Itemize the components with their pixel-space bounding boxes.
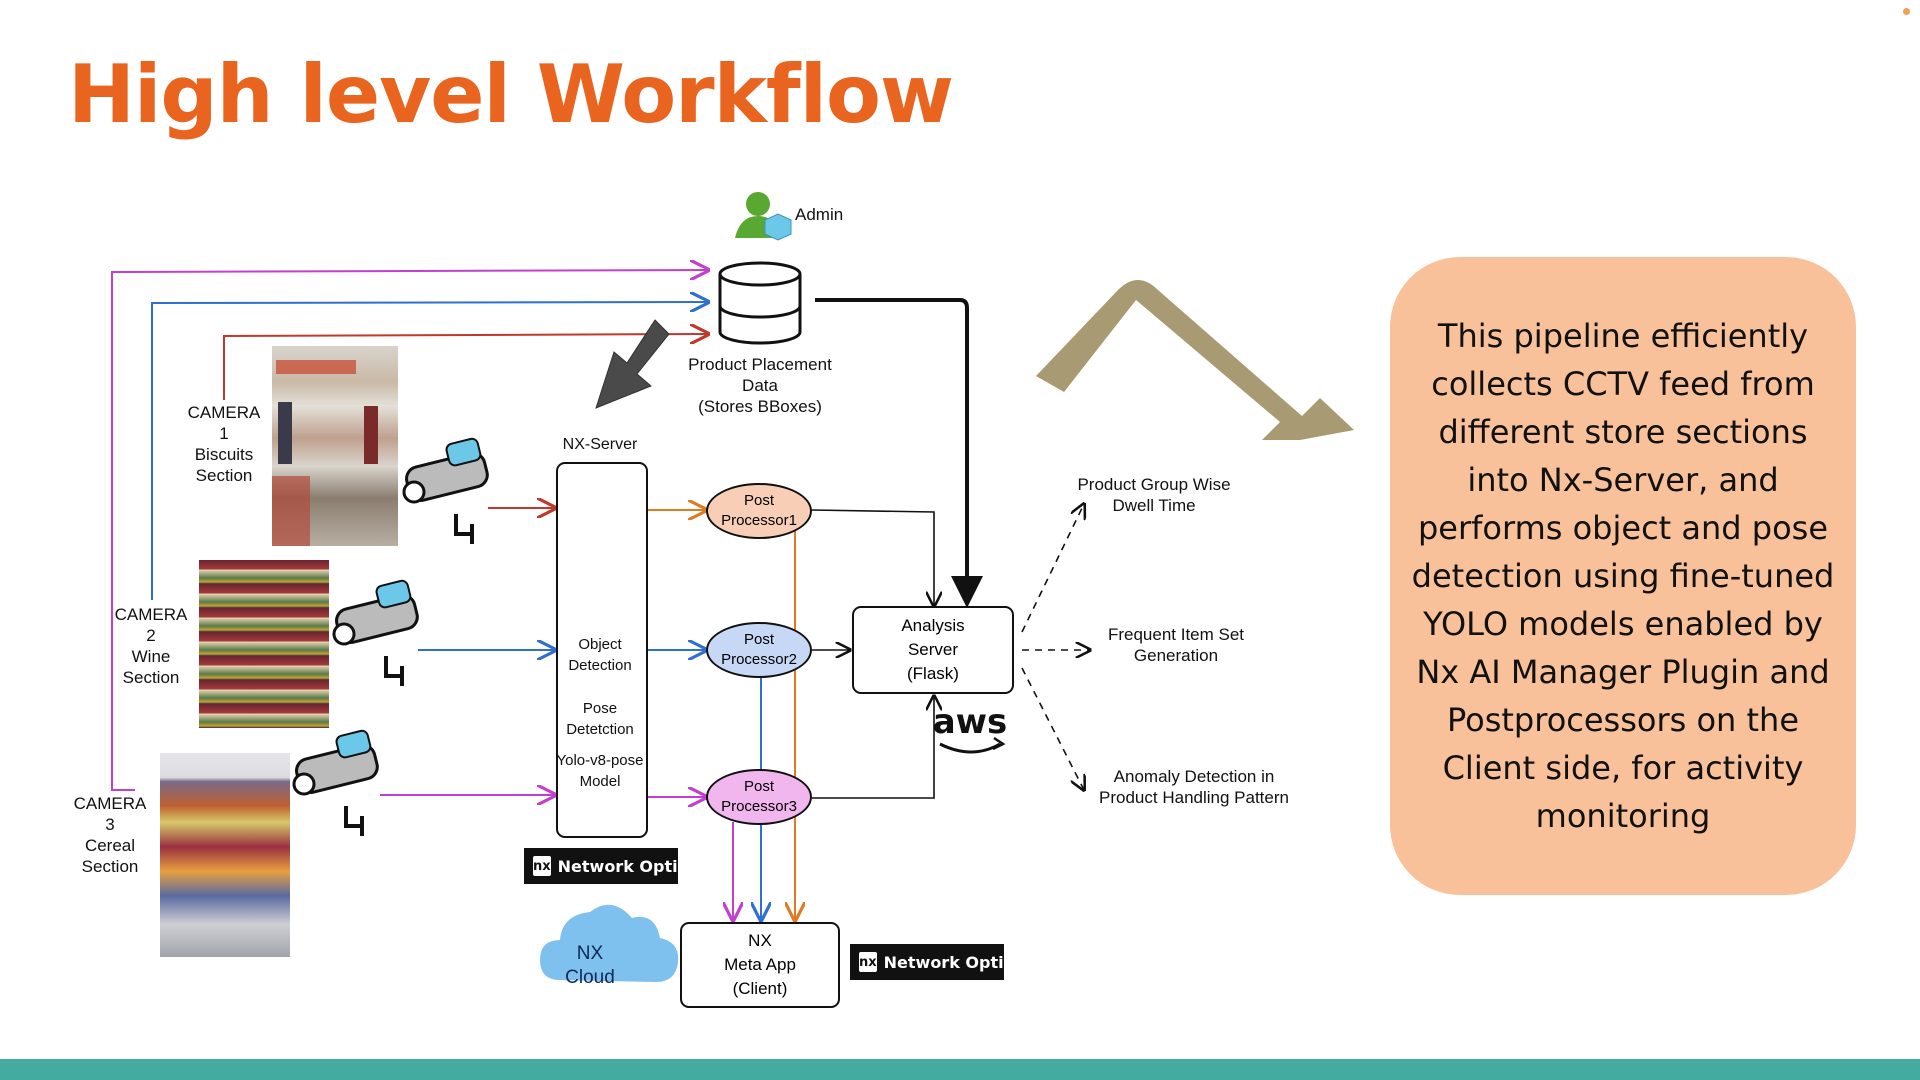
summary-callout: This pipeline efficiently collects CCTV … <box>1390 257 1856 895</box>
pp1-to-analysis-line <box>811 509 934 606</box>
aws-logo: aws <box>932 702 1008 742</box>
bottom-accent-bar <box>0 1059 1920 1080</box>
cctv-camera-icon <box>402 437 489 544</box>
aws-smile-icon <box>939 742 1001 754</box>
wine-section-photo <box>199 560 329 728</box>
admin-label: Admin <box>795 205 844 224</box>
analysis-to-anomaly-arrow <box>1021 667 1084 790</box>
database-icon <box>718 261 802 345</box>
analysis-to-dwell-arrow <box>1021 504 1084 633</box>
big-bent-arrow <box>1036 280 1354 440</box>
camera2-to-db-line <box>151 302 708 600</box>
pp3-to-analysis-line <box>812 696 934 799</box>
db-to-server-block-arrow <box>595 319 670 409</box>
page-title: High level Workflow <box>68 48 954 141</box>
nx-server-box <box>556 462 648 838</box>
cctv-camera-icon <box>292 729 379 836</box>
biscuits-section-photo <box>272 346 398 546</box>
db-to-analysis-arrow <box>815 298 983 608</box>
camera1-to-db-line <box>223 334 708 400</box>
admin-user-icon <box>735 192 792 241</box>
cctv-camera-icon <box>332 579 419 686</box>
cereal-section-photo <box>160 753 290 957</box>
corner-dot <box>1903 8 1910 15</box>
nx-cloud-icon <box>540 904 679 982</box>
camera3-to-db-line <box>111 270 708 791</box>
nx-server-title: NX-Server <box>562 436 638 453</box>
